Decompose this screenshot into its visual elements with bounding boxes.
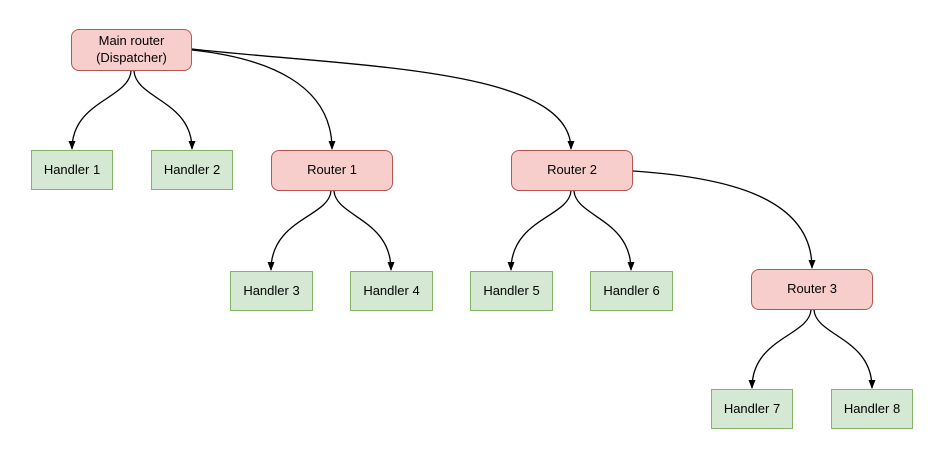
node-router-2: Router 2	[511, 150, 633, 191]
node-handler-1: Handler 1	[31, 150, 113, 190]
node-handler-2-label: Handler 2	[163, 161, 221, 177]
node-handler-7-label: Handler 7	[723, 400, 781, 416]
node-handler-3: Handler 3	[230, 271, 313, 311]
node-handler-3-label: Handler 3	[243, 282, 300, 298]
edge-router-2-to-handler-6	[573, 190, 635, 271]
node-router-2-label: Router 2	[547, 162, 597, 178]
node-handler-8: Handler 8	[831, 389, 913, 429]
node-handler-5: Handler 5	[470, 271, 553, 311]
node-handler-1-label: Handler 1	[43, 161, 101, 177]
edge-main-router-to-handler-1	[68, 70, 132, 150]
node-router-1-label: Router 1	[307, 162, 357, 178]
edge-router-3-to-handler-7	[748, 309, 812, 389]
node-main-router: Main router (Dispatcher)	[71, 29, 192, 71]
node-router-3-label: Router 3	[787, 281, 837, 297]
node-main-router-label: Main router (Dispatcher)	[96, 33, 167, 65]
node-router-1: Router 1	[271, 150, 393, 191]
node-handler-4-label: Handler 4	[363, 282, 420, 298]
node-handler-6-label: Handler 6	[603, 282, 660, 298]
edge-main-router-to-handler-2	[133, 70, 196, 150]
edge-main-router-to-router-2	[191, 48, 575, 150]
node-router-3: Router 3	[751, 269, 873, 310]
edge-router-3-to-handler-8	[813, 309, 876, 389]
node-handler-8-label: Handler 8	[843, 400, 901, 416]
node-handler-4: Handler 4	[350, 271, 433, 311]
edge-router-2-to-handler-5	[507, 190, 572, 271]
edge-router-2-to-router-3	[632, 170, 816, 269]
node-handler-7: Handler 7	[711, 389, 793, 429]
node-handler-5-label: Handler 5	[483, 282, 540, 298]
edge-router-1-to-handler-3	[267, 190, 332, 271]
node-handler-6: Handler 6	[590, 271, 673, 311]
edge-main-router-to-router-1	[191, 49, 336, 150]
edge-router-1-to-handler-4	[333, 190, 395, 271]
node-handler-2: Handler 2	[151, 150, 233, 190]
